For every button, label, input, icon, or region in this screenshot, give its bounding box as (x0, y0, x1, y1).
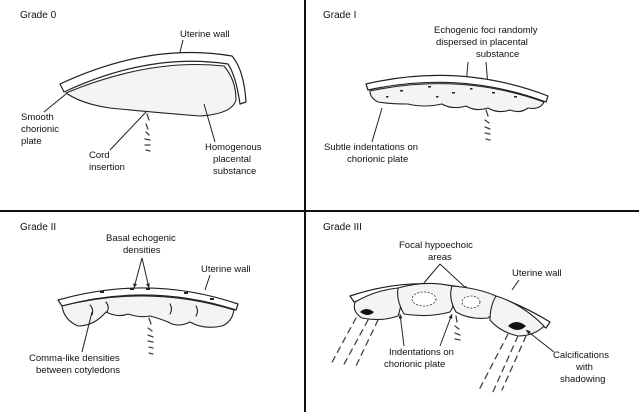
panel-grade-2: Grade II Basal echogenic densities Uteri… (20, 222, 251, 376)
grade-0-cord-pointer (110, 112, 146, 150)
grade-3-indent-pointer-1 (400, 314, 404, 346)
grade-2-basal-label-1: Basal echogenic (106, 233, 176, 244)
grade-0-homog-label-2: placental (213, 154, 251, 165)
grade-3-title: Grade III (323, 222, 362, 233)
grade-1-foci-label-3: substance (476, 49, 519, 60)
grade-0-homog-label-1: Homogenous (205, 142, 262, 153)
grade-1-foci-label-1: Echogenic foci randomly (434, 25, 538, 36)
grade-1-subtle-label-1: Subtle indentations on (324, 142, 418, 153)
grade-1-foci-label-2: dispersed in placental (436, 37, 528, 48)
grade-3-uterine-wall-label: Uterine wall (512, 268, 562, 279)
grade-3-calc-label-1: Calcifications (553, 350, 609, 361)
grade-2-wall-pointer (205, 275, 210, 290)
grade-1-subtle-pointer (372, 108, 382, 142)
grade-0-cord-label-1: Cord (89, 150, 110, 161)
grade-0-smooth-label-1: Smooth (21, 112, 54, 123)
grade-0-smooth-label-3: plate (21, 136, 42, 147)
grade-2-uterine-wall-label: Uterine wall (201, 264, 251, 275)
grade-3-calc-pointer (526, 330, 554, 352)
grade-0-homog-label-3: substance (213, 166, 256, 177)
grade-3-wall-pointer (512, 280, 519, 290)
grade-3-focal-label-1: Focal hypoechoic (399, 240, 473, 251)
panel-grade-0: Grade 0 Uterine wall Smooth chorionic pl… (20, 10, 262, 177)
grade-1-cord (485, 110, 490, 140)
grade-2-comma-label-2: between cotyledons (36, 365, 120, 376)
grade-0-uterine-wall-label: Uterine wall (180, 29, 230, 40)
grade-0-title: Grade 0 (20, 10, 57, 21)
grade-0-cord (145, 114, 150, 151)
grade-3-calc-label-2: with (575, 362, 593, 373)
grade-3-indent-pointer-2 (440, 314, 452, 346)
grade-2-basal-label-2: densities (123, 245, 161, 256)
grade-2-basal-pointer-1 (134, 258, 142, 288)
panel-grade-3: Grade III Focal hypoechoic areas Uterine… (323, 222, 609, 394)
grade-2-basal-pointer-2 (142, 258, 149, 288)
panel-grade-1: Grade I Echogenic foci randomly disperse… (323, 10, 548, 165)
grade-3-focal-label-2: areas (428, 252, 452, 263)
grade-3-calc-label-3: shadowing (560, 374, 605, 385)
grade-3-indent-label-1: Indentations on (389, 347, 454, 358)
grade-3-indent-label-2: chorionic plate (384, 359, 445, 370)
grade-0-smooth-label-2: chorionic (21, 124, 59, 135)
grade-2-comma-label-1: Comma-like densities (29, 353, 120, 364)
grade-1-title: Grade I (323, 10, 356, 21)
grade-1-subtle-label-2: chorionic plate (347, 154, 408, 165)
grade-0-smooth-pointer (44, 94, 66, 112)
grade-2-cord (148, 318, 153, 354)
grade-3-cord (455, 316, 460, 340)
grade-2-title: Grade II (20, 222, 56, 233)
grade-0-cord-label-2: insertion (89, 162, 125, 173)
